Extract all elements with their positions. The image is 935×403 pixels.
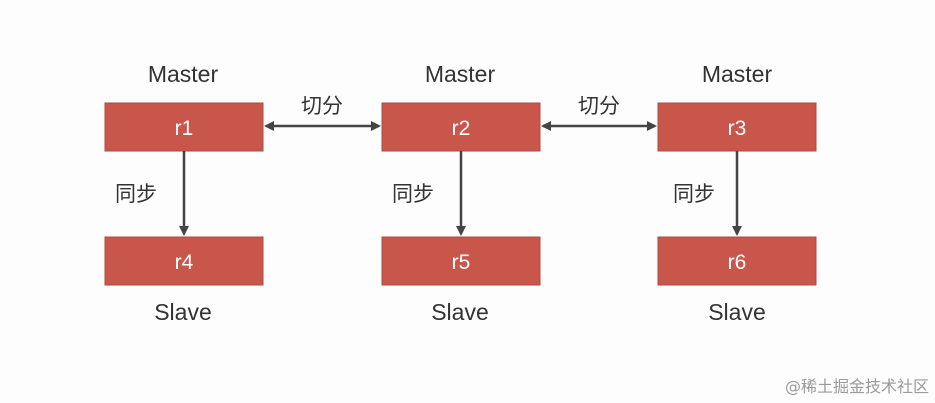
node-r1: r1	[104, 102, 264, 152]
watermark: @稀土掘金技术社区	[784, 377, 929, 396]
node-r3: r3	[657, 102, 817, 152]
node-r5-label: r5	[452, 251, 471, 274]
slave-label-1: Slave	[154, 299, 212, 325]
node-r6: r6	[657, 236, 817, 286]
shard-label-r2-r3: 切分	[578, 94, 620, 118]
node-r5-box	[381, 236, 541, 286]
sync-label-r3-r6: 同步	[673, 182, 715, 206]
node-r4: r4	[104, 236, 264, 286]
master-label-2: Master	[425, 61, 496, 87]
sync-label-r1-r4: 同步	[115, 182, 157, 206]
node-r6-label: r6	[728, 251, 747, 274]
node-r1-label: r1	[175, 117, 194, 140]
node-r2-label: r2	[452, 117, 471, 140]
slave-label-2: Slave	[431, 299, 489, 325]
master-label-1: Master	[148, 61, 219, 87]
node-r5: r5	[381, 236, 541, 286]
node-r3-label: r3	[728, 117, 747, 140]
sync-label-r2-r5: 同步	[392, 182, 434, 206]
node-r6-box	[657, 236, 817, 286]
slave-label-3: Slave	[708, 299, 766, 325]
node-r2-box	[381, 102, 541, 152]
node-r3-box	[657, 102, 817, 152]
node-r4-box	[104, 236, 264, 286]
node-r4-label: r4	[175, 251, 194, 274]
master-label-3: Master	[702, 61, 773, 87]
node-r1-box	[104, 102, 264, 152]
node-r2: r2	[381, 102, 541, 152]
shard-label-r1-r2: 切分	[301, 94, 343, 118]
